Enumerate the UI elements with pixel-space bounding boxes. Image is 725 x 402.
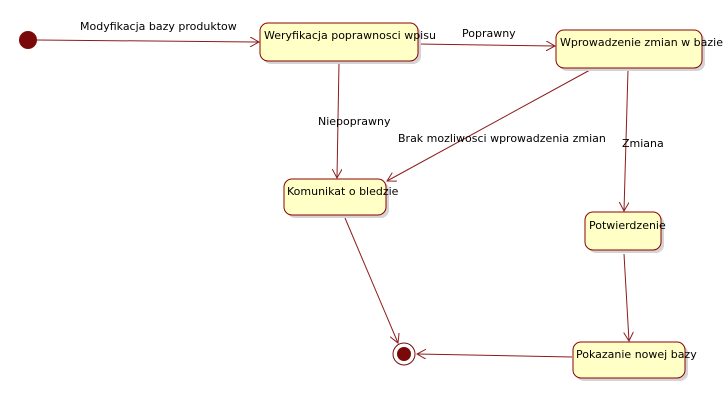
state-label-komunikat: Komunikat o bledzie	[287, 185, 399, 198]
transition-label-poprawny: Poprawny	[462, 27, 516, 40]
state-label-potwierdzenie: Potwierdzenie	[589, 219, 666, 232]
transition-pokazanie-to-final	[417, 354, 573, 357]
transition-brak: Brak mozliwosci wprowadzenia zmian	[387, 69, 606, 181]
transition-niepoprawny: Niepoprawny	[318, 61, 391, 178]
transition-label-modyfikacja: Modyfikacja bazy produktow	[80, 20, 237, 33]
transition-komunikat-to-final	[344, 217, 398, 343]
transition-poprawny: Poprawny	[417, 27, 555, 46]
state-weryfikacja: Weryfikacja poprawnosci wpisu	[259, 22, 436, 64]
state-wprowadzenie: Wprowadzenie zmian w bazie	[555, 29, 723, 71]
transition-zmiana: Zmiana	[622, 69, 664, 211]
initial-state	[19, 31, 37, 49]
transition-label-brak: Brak mozliwosci wprowadzenia zmian	[398, 132, 606, 145]
final-state	[392, 342, 416, 366]
state-label-wprowadzenie: Wprowadzenie zmian w bazie	[560, 36, 723, 49]
state-pokazanie: Pokazanie nowej bazy	[572, 341, 697, 381]
transition-potwierdzenie-to-pokazanie	[624, 253, 629, 341]
transition-label-zmiana: Zmiana	[622, 137, 664, 150]
state-komunikat: Komunikat o bledzie	[283, 178, 399, 218]
transition-label-niepoprawny: Niepoprawny	[318, 115, 391, 128]
state-label-pokazanie: Pokazanie nowej bazy	[576, 348, 697, 361]
transition-modyfikacja: Modyfikacja bazy produktow	[36, 20, 259, 42]
state-potwierdzenie: Potwierdzenie	[584, 211, 666, 253]
state-label-weryfikacja: Weryfikacja poprawnosci wpisu	[264, 29, 436, 42]
